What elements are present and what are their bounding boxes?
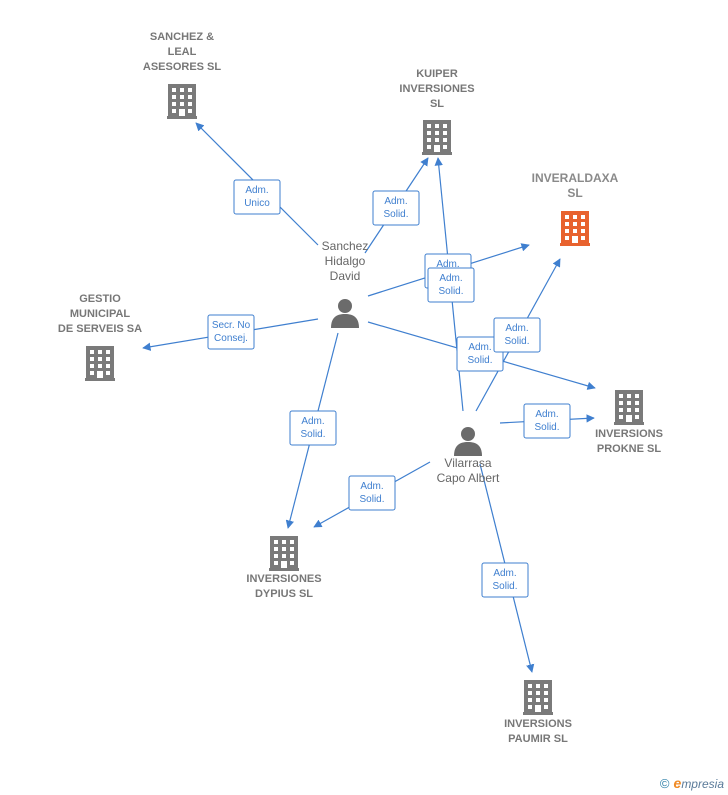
building-icon (422, 120, 452, 155)
company-label: ASESORES SL (143, 61, 222, 73)
edge-label-box (348, 475, 396, 511)
edge-label-vilarrasa-to-prokne[interactable]: Adm. Solid. (523, 403, 571, 439)
building-icon (167, 84, 197, 119)
edge-label-sanchez-to-dypius[interactable]: Adm. Solid. (289, 410, 337, 446)
company-label: SANCHEZ & (150, 31, 214, 43)
company-node-kuiper[interactable]: KUIPER INVERSIONES SL (399, 68, 475, 155)
edge-label-sanchez-to-gestio[interactable]: Secr. No Consej. (207, 314, 255, 350)
company-label: SL (567, 186, 582, 200)
edge-label-text: Adm. (535, 409, 558, 420)
copyright-symbol: © (659, 776, 670, 791)
company-label: INVERSIONES (246, 573, 321, 585)
edge-label-vilarrasa-to-paumir[interactable]: Adm. Solid. (481, 562, 529, 598)
person-label: Hidalgo (325, 254, 366, 268)
edge-label-vilarrasa-to-dypius[interactable]: Adm. Solid. (348, 475, 396, 511)
footer-brand: ©empresia (660, 775, 724, 791)
company-node-paumir[interactable]: INVERSIONS PAUMIR SL (504, 680, 572, 745)
company-label: DE SERVEIS SA (58, 323, 142, 335)
edge-label-text: Solid. (504, 336, 529, 347)
edge-label-text: Solid. (534, 422, 559, 433)
edge-label-text: Solid. (300, 429, 325, 440)
building-icon (560, 211, 590, 246)
edge-label-box (372, 190, 420, 226)
edge-label-text: Solid. (438, 286, 463, 297)
edge-label-text: Solid. (383, 209, 408, 220)
company-label: DYPIUS SL (255, 588, 313, 600)
person-label: Vilarrasa (444, 456, 491, 470)
person-label: Sanchez (322, 239, 369, 253)
edge-label-text: Adm. (439, 273, 462, 284)
edge-label-sanchez-to-kuiper[interactable]: Adm. Solid. (372, 190, 420, 226)
edge-label-box (456, 336, 504, 372)
company-label: KUIPER (416, 68, 458, 80)
edge-label-box (523, 403, 571, 439)
edge-label-box (207, 314, 255, 350)
edge-label-text: Consej. (214, 333, 248, 344)
company-label: LEAL (168, 46, 197, 58)
edge-label-text: Adm. (360, 481, 383, 492)
person-icon (331, 299, 359, 328)
building-icon (269, 536, 299, 571)
edge-label-text: Unico (244, 198, 270, 209)
edge-label-box (289, 410, 337, 446)
edge-label-text: Adm. (301, 416, 324, 427)
edge-label-text: Adm. (468, 342, 491, 353)
person-label: David (330, 269, 361, 283)
edge-label-text: Adm. (505, 323, 528, 334)
edge-label-box (427, 267, 475, 303)
building-icon (85, 346, 115, 381)
edge-label-box (233, 179, 281, 215)
company-label: PAUMIR SL (508, 733, 568, 745)
edge-label-text: Solid. (359, 494, 384, 505)
edge-label-sanchez-to-sanchez_leal[interactable]: Adm. Unico (233, 179, 281, 215)
nodes-layer: SANCHEZ & LEAL ASESORES SL KUIPER INVERSIONE… (58, 31, 663, 745)
edge-label-text: Adm. (384, 196, 407, 207)
person-label: Capo Albert (437, 471, 500, 485)
company-label: MUNICIPAL (70, 308, 131, 320)
building-icon (523, 680, 553, 715)
company-node-prokne[interactable]: INVERSIONS PROKNE SL (595, 390, 663, 455)
edge-label-text: Secr. No (212, 320, 251, 331)
edge-label-vilarrasa-to-inveraldaxa[interactable]: Adm. Solid. (493, 317, 541, 353)
company-node-dypius[interactable]: INVERSIONES DYPIUS SL (246, 536, 322, 600)
company-node-sanchez_leal[interactable]: SANCHEZ & LEAL ASESORES SL (143, 31, 222, 119)
company-label: PROKNE SL (597, 443, 661, 455)
company-label: INVERSIONS (504, 718, 572, 730)
brand-initial: e (673, 775, 682, 791)
company-node-gestio[interactable]: GESTIO MUNICIPAL DE SERVEIS SA (58, 293, 142, 381)
company-label: INVERSIONS (595, 428, 663, 440)
edge-label-vilarrasa-to-kuiper[interactable]: Adm. Solid. (427, 267, 475, 303)
company-label: INVERALDAXA (532, 171, 619, 185)
edge-label-text: Adm. (245, 185, 268, 196)
edge-label-text: Solid. (492, 581, 517, 592)
edge-label-box (481, 562, 529, 598)
brand-name: mpresia (681, 777, 724, 791)
edge-label-box (493, 317, 541, 353)
company-label: SL (430, 98, 444, 110)
edge-label-sanchez-to-prokne[interactable]: Adm. Solid. (456, 336, 504, 372)
company-label: GESTIO (79, 293, 121, 305)
building-icon (614, 390, 644, 425)
person-icon (454, 427, 482, 456)
edge-label-text: Adm. (493, 568, 516, 579)
company-label: INVERSIONES (399, 83, 474, 95)
edge-label-text: Adm. (436, 259, 459, 270)
edge-label-text: Solid. (467, 355, 492, 366)
